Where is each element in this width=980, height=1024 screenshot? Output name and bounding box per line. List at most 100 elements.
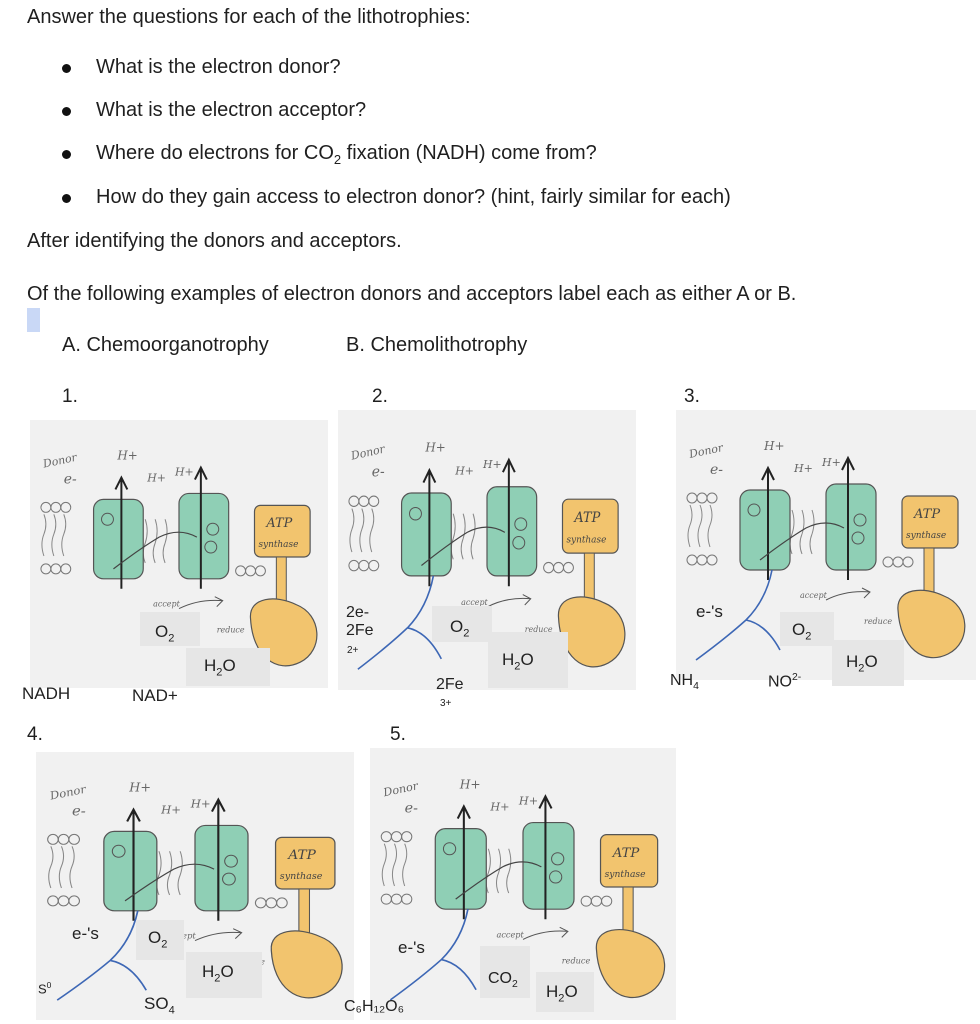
lipid-head — [590, 895, 603, 907]
p3-nh4-label: NH4 — [670, 672, 699, 693]
lipid-tail — [359, 508, 365, 553]
proton-label: H+ — [190, 798, 211, 811]
cofactor — [853, 513, 867, 527]
lipid-head — [696, 492, 708, 504]
accept-label: accept — [800, 591, 828, 600]
text-cursor-highlight — [27, 308, 40, 332]
cofactor — [512, 536, 526, 550]
synthase-label: synthase — [258, 540, 298, 550]
lipid-tail — [707, 504, 713, 548]
lipid-tail — [460, 513, 466, 560]
proton-arrow — [502, 457, 516, 587]
bullet-dot — [62, 107, 71, 116]
lipid-head — [601, 895, 613, 907]
donor-label: Donor — [687, 441, 725, 461]
reduce-label: reduce — [525, 624, 553, 634]
p4-es-label: e-'s — [72, 924, 99, 943]
bullet-electron-acceptor: What is the electron acceptor? — [96, 99, 367, 121]
electron-label: e- — [372, 464, 385, 480]
donor-pathway-line — [56, 910, 147, 1001]
panel-number-4: 4. — [27, 724, 43, 745]
atp-synthase-stalk — [923, 547, 935, 597]
p2-2e-label: 2e- — [346, 604, 370, 621]
proton-label: H+ — [160, 804, 181, 817]
proton-label: H+ — [454, 464, 474, 477]
proton-arrow — [126, 807, 141, 921]
lipid-head — [892, 556, 904, 568]
lipid-head — [60, 501, 72, 513]
label-box — [432, 606, 492, 642]
atp-label: ATP — [573, 511, 601, 526]
donor-pathway-line — [389, 909, 477, 1001]
p2-h2o-label: H2O — [502, 650, 534, 673]
donor-label: Donor — [349, 442, 387, 463]
lipid-head — [368, 559, 380, 572]
p5-es-label: e-'s — [398, 938, 425, 957]
p5-h2o-label: H2O — [546, 982, 578, 1005]
label-box — [186, 648, 270, 686]
p2-fe2-label: 2Fe — [346, 622, 374, 639]
panel-number-2: 2. — [372, 386, 388, 407]
proton-label: H+ — [793, 462, 813, 475]
cofactor — [204, 540, 218, 554]
lipid-head — [686, 554, 698, 566]
lipid-head — [348, 559, 360, 572]
lipid-head — [706, 554, 718, 566]
lipid-tail — [61, 514, 67, 557]
lipid-tail — [58, 846, 65, 889]
protein-complex-1 — [739, 489, 791, 571]
lipid-head — [882, 556, 894, 568]
synthase-label: synthase — [566, 536, 606, 546]
lipid-head — [358, 495, 370, 507]
accept-label: accept — [153, 600, 180, 609]
electron-path — [124, 863, 215, 902]
lipid-head — [553, 561, 564, 574]
p3-o2-label: O2 — [792, 620, 812, 643]
lipid-head — [390, 893, 403, 905]
cofactor — [101, 512, 114, 526]
electron-path — [455, 861, 542, 900]
lipid-head — [696, 554, 708, 566]
proton-label: H+ — [424, 440, 445, 454]
label-box — [536, 972, 594, 1012]
atp-label: ATP — [286, 849, 317, 863]
cofactor — [747, 503, 761, 517]
lipid-head — [47, 895, 59, 907]
lipid-head — [40, 563, 52, 575]
p2-fe3-label: 2Fe — [436, 676, 464, 693]
cofactor — [111, 844, 126, 858]
protein-complex-2 — [522, 821, 575, 910]
label-box — [480, 946, 530, 998]
atp-synthase-stalk — [275, 556, 287, 606]
proton-label: H+ — [489, 801, 509, 814]
lipid-head — [235, 565, 247, 577]
lipid-head — [401, 831, 413, 843]
donor-pathway-line — [695, 569, 781, 661]
reduce-label: reduce — [562, 956, 591, 966]
synthase-label: synthase — [280, 871, 323, 882]
electron-path — [113, 531, 198, 570]
label-box — [488, 632, 568, 688]
panel-number-5: 5. — [390, 724, 406, 745]
p5-co2-label: CO2 — [488, 970, 518, 991]
atp-label: ATP — [612, 846, 641, 861]
accept-arrow — [486, 594, 532, 608]
proton-label: H+ — [459, 777, 481, 791]
p4-s0-label: S0 — [38, 980, 52, 997]
lipid-tail — [152, 519, 158, 564]
bullet-access: How do they gain access to electron dono… — [96, 186, 731, 208]
atp-label: ATP — [265, 516, 292, 531]
accept-arrow — [825, 587, 871, 601]
lipid-tail — [349, 508, 355, 553]
p1-h2o-label: H2O — [204, 656, 236, 679]
cofactor — [206, 522, 220, 536]
cofactor — [551, 852, 565, 866]
lipid-head — [50, 501, 62, 513]
protein-complex-2 — [486, 486, 538, 577]
proton-label: H+ — [518, 794, 538, 807]
lipid-head — [368, 495, 380, 507]
